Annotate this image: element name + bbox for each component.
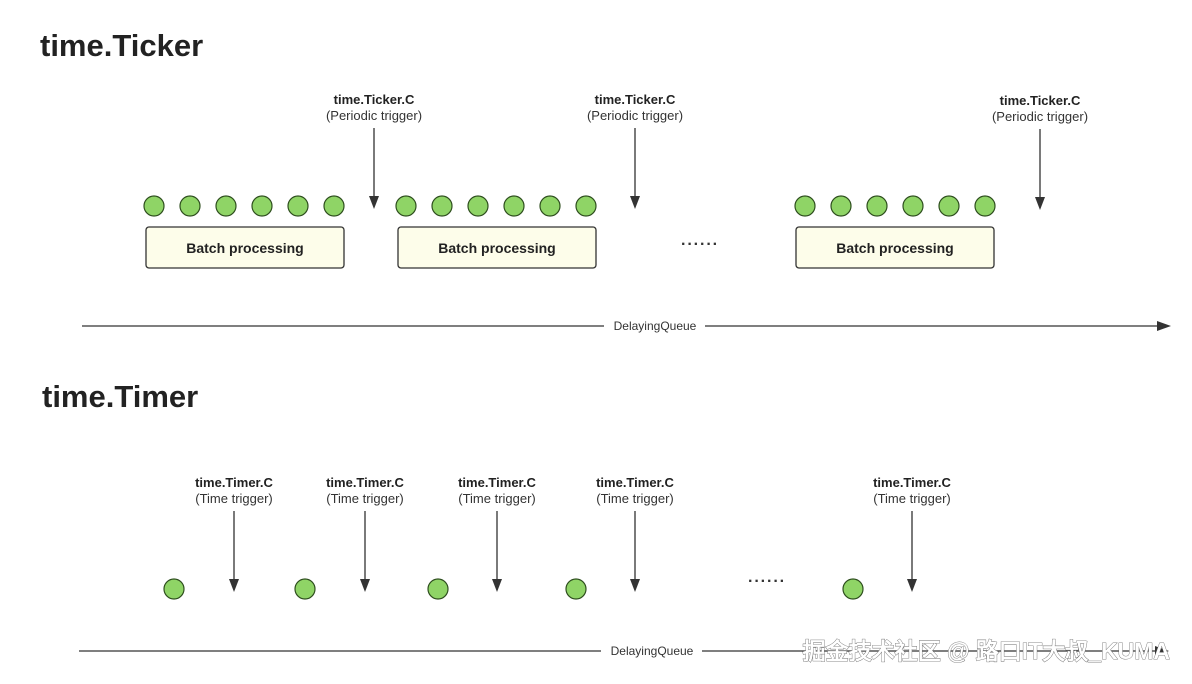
arrow-head [360, 579, 370, 592]
ticker-ellipsis: ······ [681, 236, 719, 253]
queue-item [323, 195, 345, 217]
ticker-item-group-1 [143, 195, 345, 217]
trigger-sub-label: (Time trigger) [195, 491, 273, 506]
axis-label: DelayingQueue [614, 319, 697, 333]
timer-trigger-3: time.Timer.C (Time trigger) [458, 475, 537, 592]
queue-item [467, 195, 489, 217]
trigger-sub-label: (Time trigger) [458, 491, 536, 506]
timer-trigger-1: time.Timer.C (Time trigger) [195, 475, 274, 592]
arrow-head [907, 579, 917, 592]
ticker-trigger-1: time.Ticker.C (Periodic trigger) [326, 92, 422, 209]
trigger-sub-label: (Time trigger) [873, 491, 951, 506]
trigger-name-label: time.Timer.C [873, 475, 951, 490]
timer-axis: DelayingQueue [79, 644, 1169, 658]
trigger-sub-label: (Time trigger) [596, 491, 674, 506]
axis-arrow-head [1155, 646, 1169, 656]
trigger-name-label: time.Timer.C [326, 475, 404, 490]
axis-label: DelayingQueue [611, 644, 694, 658]
queue-item [287, 195, 309, 217]
queue-item [215, 195, 237, 217]
arrow-head [229, 579, 239, 592]
trigger-name-label: time.Ticker.C [334, 92, 415, 107]
trigger-sub-label: (Time trigger) [326, 491, 404, 506]
trigger-name-label: time.Timer.C [458, 475, 536, 490]
trigger-sub-label: (Periodic trigger) [992, 109, 1088, 124]
ticker-trigger-3: time.Ticker.C (Periodic trigger) [992, 93, 1088, 210]
queue-item [575, 195, 597, 217]
timer-ellipsis: ······ [748, 573, 786, 590]
timer-items [163, 578, 864, 600]
timer-title: time.Timer [42, 379, 199, 414]
batch-label: Batch processing [836, 240, 953, 256]
batch-label: Batch processing [186, 240, 303, 256]
ticker-item-group-2 [395, 195, 597, 217]
queue-item [294, 578, 316, 600]
arrow-head [1035, 197, 1045, 210]
trigger-name-label: time.Ticker.C [1000, 93, 1081, 108]
watermark: 掘金技术社区 @ 路口IT大叔_KUMA [803, 638, 1170, 664]
ticker-item-group-3 [794, 195, 996, 217]
ticker-title: time.Ticker [40, 28, 204, 63]
queue-item [427, 578, 449, 600]
queue-item [431, 195, 453, 217]
arrow-head [630, 579, 640, 592]
trigger-name-label: time.Timer.C [195, 475, 273, 490]
arrow-head [630, 196, 640, 209]
axis-arrow-head [1157, 321, 1171, 331]
queue-item [251, 195, 273, 217]
trigger-sub-label: (Periodic trigger) [326, 108, 422, 123]
queue-item [830, 195, 852, 217]
queue-item [938, 195, 960, 217]
queue-item [565, 578, 587, 600]
queue-item [163, 578, 185, 600]
queue-item [143, 195, 165, 217]
queue-item [974, 195, 996, 217]
trigger-sub-label: (Periodic trigger) [587, 108, 683, 123]
queue-item [503, 195, 525, 217]
trigger-name-label: time.Ticker.C [595, 92, 676, 107]
queue-item [866, 195, 888, 217]
queue-item [179, 195, 201, 217]
batch-box-2: Batch processing [397, 226, 597, 269]
ticker-trigger-2: time.Ticker.C (Periodic trigger) [587, 92, 683, 209]
arrow-head [369, 196, 379, 209]
batch-box-3: Batch processing [795, 226, 995, 269]
queue-item [902, 195, 924, 217]
trigger-name-label: time.Timer.C [596, 475, 674, 490]
queue-item [842, 578, 864, 600]
timer-trigger-2: time.Timer.C (Time trigger) [326, 475, 405, 592]
ticker-axis: DelayingQueue [82, 319, 1171, 333]
batch-label: Batch processing [438, 240, 555, 256]
queue-item [395, 195, 417, 217]
timer-trigger-4: time.Timer.C (Time trigger) [596, 475, 675, 592]
queue-item [539, 195, 561, 217]
batch-box-1: Batch processing [145, 226, 345, 269]
queue-item [794, 195, 816, 217]
timer-trigger-5: time.Timer.C (Time trigger) [873, 475, 952, 592]
arrow-head [492, 579, 502, 592]
